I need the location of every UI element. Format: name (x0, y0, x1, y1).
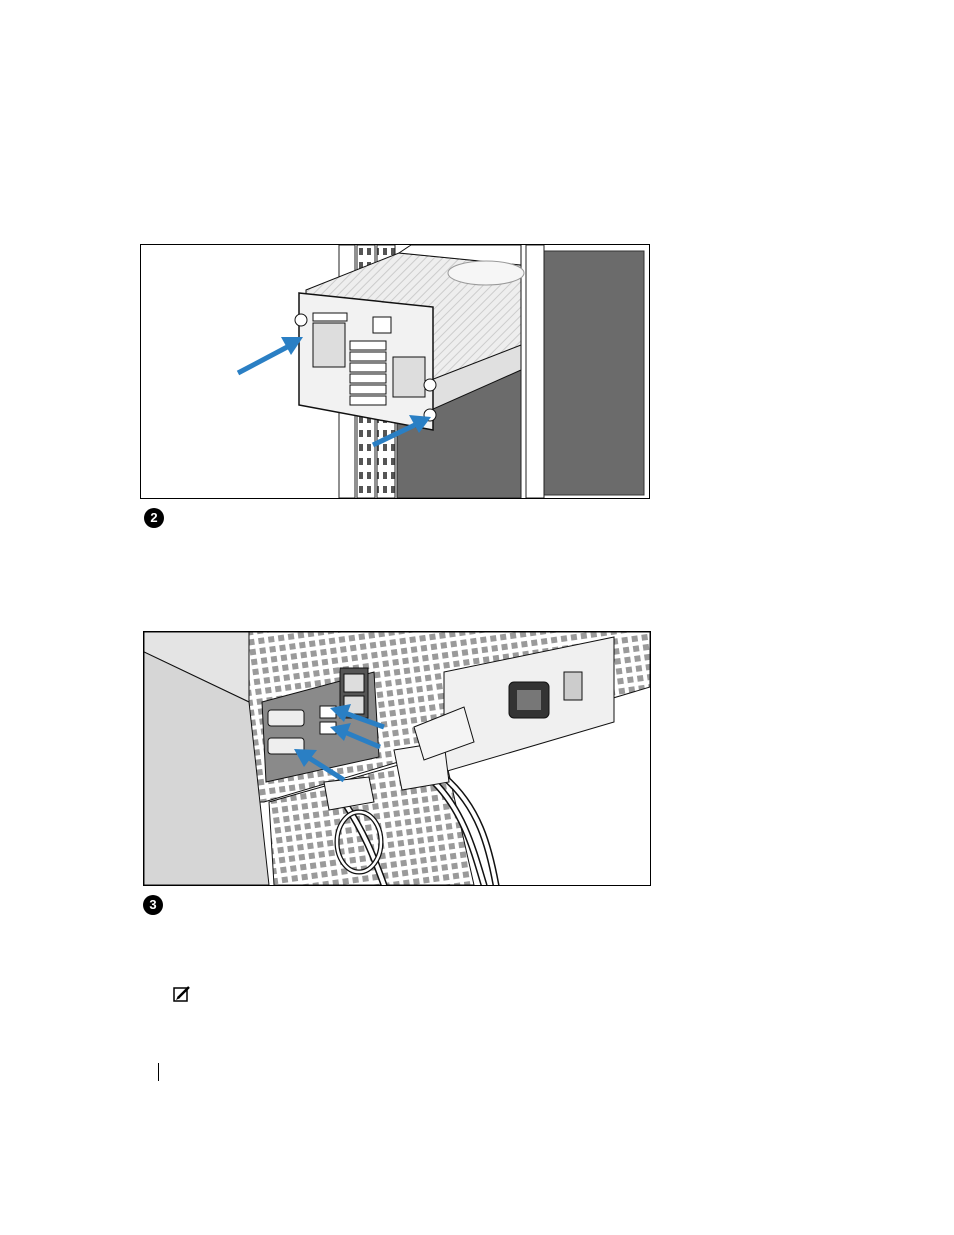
insert-arrow-top (238, 337, 303, 373)
step-marker: 2 (144, 508, 164, 528)
rack-server-illustration (141, 245, 649, 498)
step-marker: 3 (143, 895, 163, 915)
rack-installation-figure (140, 244, 650, 499)
cable-connection-figure (143, 631, 651, 886)
page-margin-rule (158, 1063, 159, 1081)
rear-panel-cable-illustration (144, 632, 650, 885)
note-pencil-icon (172, 984, 192, 1004)
